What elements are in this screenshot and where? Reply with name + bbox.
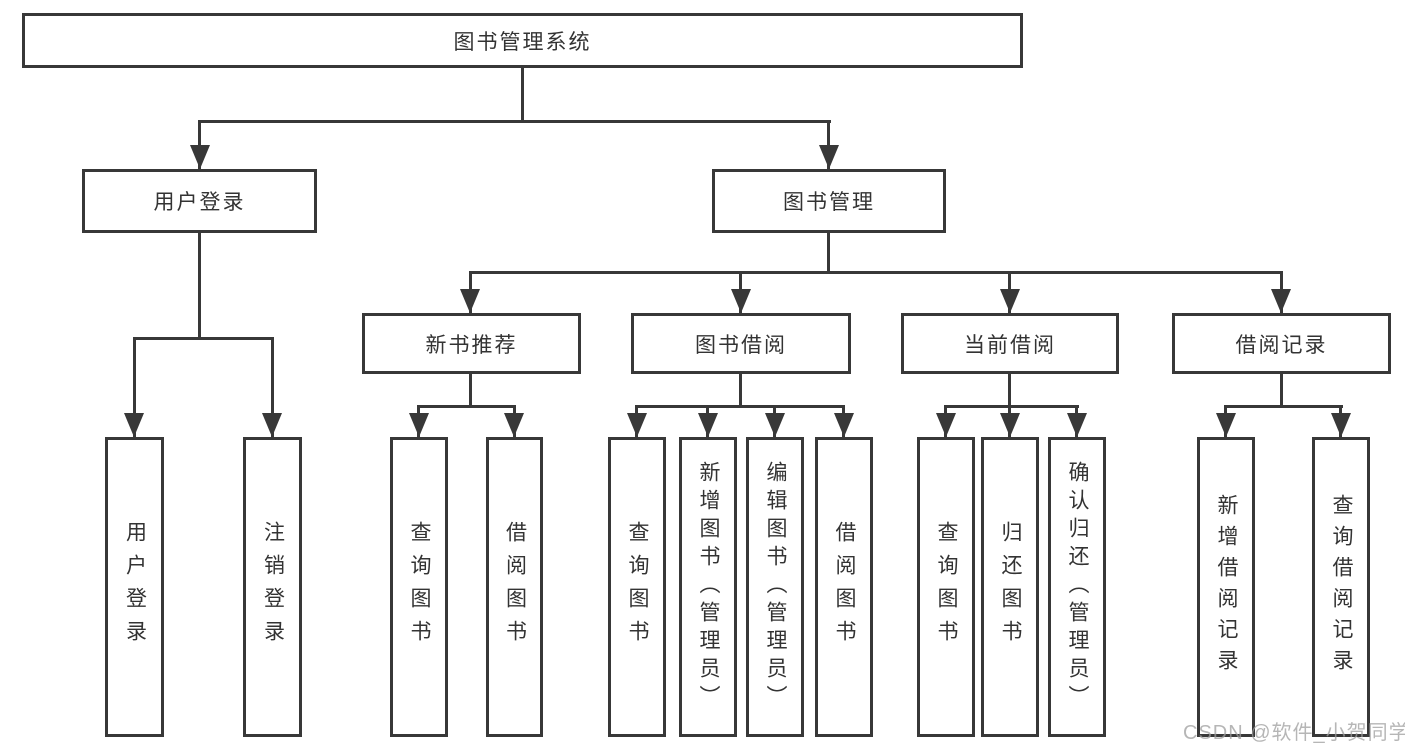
leaf-logout: 注销登录 <box>243 437 302 737</box>
leaf-user-login: 用户登录 <box>105 437 164 737</box>
arrow-down-icon <box>409 413 429 437</box>
leaf-borrow-books: 借阅图书 <box>815 437 873 737</box>
node-label: 当前借阅 <box>964 333 1056 357</box>
arrow-down-icon <box>504 413 524 437</box>
leaf-label: 借阅图书 <box>503 521 527 653</box>
connector-line <box>417 405 516 408</box>
node-label: 用户登录 <box>153 191 246 214</box>
arrow-down-icon <box>731 289 751 313</box>
arrow-down-icon <box>627 413 647 437</box>
connector-line <box>827 233 830 274</box>
connector-line <box>1224 405 1343 408</box>
connector-line <box>271 337 274 437</box>
leaf-label: 新增图书（管理员） <box>697 461 721 713</box>
node-library-management-system: 图书管理系统 <box>22 13 1023 68</box>
arrow-down-icon <box>834 413 854 437</box>
arrow-down-icon <box>124 413 144 437</box>
leaf-label: 用户登录 <box>123 521 147 653</box>
leaf-add-borrow-record: 新增借阅记录 <box>1197 437 1255 737</box>
node-label: 图书管理 <box>783 191 875 214</box>
connector-line <box>133 337 274 340</box>
node-current-borrow: 当前借阅 <box>901 313 1119 374</box>
arrow-down-icon <box>819 145 839 169</box>
leaf-label: 归还图书 <box>999 521 1023 653</box>
arrow-down-icon <box>190 145 210 169</box>
connector-line <box>635 405 845 408</box>
connector-line <box>133 337 136 437</box>
connector-line <box>521 68 524 123</box>
node-new-book-recommend: 新书推荐 <box>362 313 581 374</box>
arrow-down-icon <box>1000 289 1020 313</box>
node-user-login: 用户登录 <box>82 169 317 233</box>
leaf-label: 查询图书 <box>626 521 650 653</box>
node-book-borrow: 图书借阅 <box>631 313 851 374</box>
arrow-down-icon <box>936 413 956 437</box>
connector-line <box>198 120 201 169</box>
leaf-label: 查询图书 <box>935 521 959 653</box>
connector-line <box>739 374 742 408</box>
leaf-label: 查询图书 <box>408 521 432 653</box>
arrow-down-icon <box>1271 289 1291 313</box>
node-label: 新书推荐 <box>425 333 518 357</box>
connector-line <box>1008 374 1011 408</box>
leaf-edit-book-admin: 编辑图书（管理员） <box>746 437 804 737</box>
node-label: 借阅记录 <box>1235 333 1328 357</box>
leaf-query-books-current: 查询图书 <box>917 437 975 737</box>
arrow-down-icon <box>698 413 718 437</box>
leaf-query-borrow-record: 查询借阅记录 <box>1312 437 1370 737</box>
arrow-down-icon <box>765 413 785 437</box>
connector-line <box>198 233 201 340</box>
arrow-down-icon <box>1067 413 1087 437</box>
leaf-query-books-recommend: 查询图书 <box>390 437 448 737</box>
leaf-label: 编辑图书（管理员） <box>764 461 788 713</box>
connector-line <box>198 120 831 123</box>
leaf-query-books-borrow: 查询图书 <box>608 437 666 737</box>
arrow-down-icon <box>460 289 480 313</box>
arrow-down-icon <box>262 413 282 437</box>
arrow-down-icon <box>1000 413 1020 437</box>
leaf-label: 查询借阅记录 <box>1330 494 1354 680</box>
connector-line <box>944 405 1079 408</box>
connector-line <box>1280 374 1283 408</box>
leaf-add-book-admin: 新增图书（管理员） <box>679 437 737 737</box>
leaf-label: 新增借阅记录 <box>1215 494 1239 680</box>
leaf-label: 注销登录 <box>261 521 285 653</box>
arrow-down-icon <box>1331 413 1351 437</box>
leaf-return-books: 归还图书 <box>981 437 1039 737</box>
node-borrow-records: 借阅记录 <box>1172 313 1391 374</box>
connector-line <box>469 374 472 408</box>
leaf-label: 确认归还（管理员） <box>1066 461 1090 713</box>
leaf-confirm-return-admin: 确认归还（管理员） <box>1048 437 1106 737</box>
leaf-label: 借阅图书 <box>833 521 857 653</box>
node-label: 图书借阅 <box>695 333 787 357</box>
leaf-borrow-books-recommend: 借阅图书 <box>486 437 543 737</box>
node-label: 图书管理系统 <box>453 30 592 54</box>
arrow-down-icon <box>1216 413 1236 437</box>
connector-line <box>827 120 830 169</box>
connector-line <box>469 271 1283 274</box>
node-book-management: 图书管理 <box>712 169 946 233</box>
csdn-watermark: CSDN @软件_小贺同学 <box>1183 722 1405 744</box>
